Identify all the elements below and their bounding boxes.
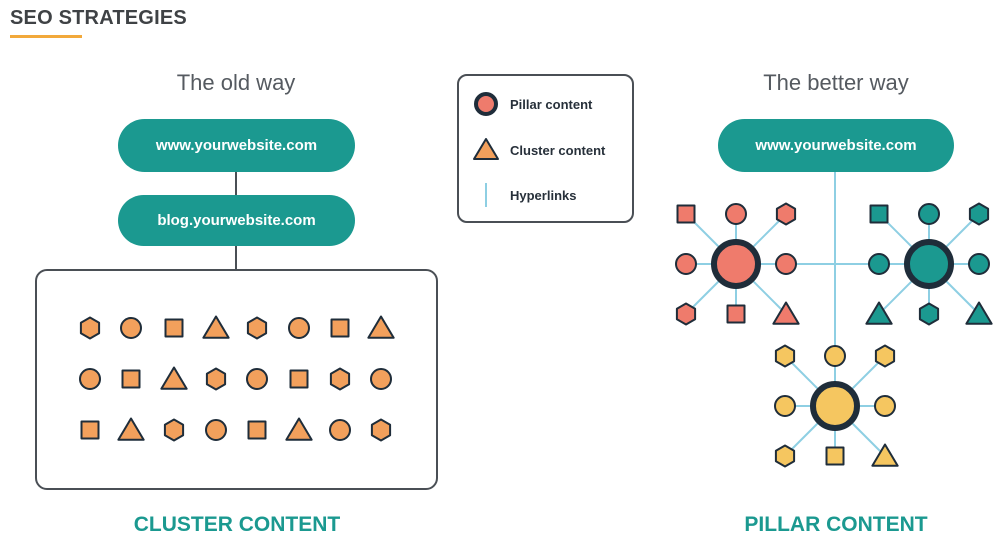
square-yellow-icon <box>825 446 845 466</box>
hexagon-cluster-icon <box>370 418 392 442</box>
circle-yellow-icon <box>874 395 896 417</box>
square-cluster-icon <box>164 318 184 338</box>
hexagon-cluster-icon <box>246 316 268 340</box>
circle-yellow-icon <box>824 345 846 367</box>
better-way-subtitle: The better way <box>763 70 909 95</box>
square-cluster-icon <box>330 318 350 338</box>
hexagon-yellow-icon <box>874 344 896 368</box>
blog-website-pill[interactable]: blog.yourwebsite.com <box>118 195 355 246</box>
circle-teal-icon <box>868 253 890 275</box>
hexagon-teal-icon <box>968 202 990 226</box>
hexagon-red-icon <box>775 202 797 226</box>
circle-teal-icon <box>918 203 940 225</box>
pillar-content-caption: PILLAR CONTENT <box>744 513 928 536</box>
pillar-red-icon <box>711 239 761 289</box>
square-cluster-icon <box>121 369 141 389</box>
square-teal-icon <box>869 204 889 224</box>
circle-cluster-icon <box>329 419 351 441</box>
hexagon-yellow-icon <box>774 344 796 368</box>
cluster-content-caption: CLUSTER CONTENT <box>133 513 341 536</box>
triangle-cluster-icon <box>160 366 188 390</box>
circle-cluster-icon <box>246 368 268 390</box>
triangle-cluster-icon <box>285 417 313 441</box>
hexagon-red-icon <box>675 302 697 326</box>
hexagon-cluster-icon <box>205 367 227 391</box>
hexagon-cluster-icon <box>163 418 185 442</box>
triangle-yellow-icon <box>871 443 899 467</box>
circle-cluster-icon <box>370 368 392 390</box>
title-underline <box>10 35 82 38</box>
pillar-yellow-icon <box>810 381 860 431</box>
legend-cluster-label: Cluster content <box>510 143 606 158</box>
hexagon-cluster-icon <box>329 367 351 391</box>
pillar-teal-icon <box>904 239 954 289</box>
hexagon-yellow-icon <box>774 444 796 468</box>
triangle-cluster-icon <box>117 417 145 441</box>
circle-red-icon <box>725 203 747 225</box>
better-way-website-pill[interactable]: www.yourwebsite.com <box>718 119 954 172</box>
old-way-website-pill[interactable]: www.yourwebsite.com <box>118 119 355 172</box>
triangle-teal-icon <box>965 301 993 325</box>
square-red-icon <box>676 204 696 224</box>
triangle-icon <box>473 138 499 160</box>
circle-cluster-icon <box>288 317 310 339</box>
hexagon-teal-icon <box>918 302 940 326</box>
circle-red-icon <box>675 253 697 275</box>
triangle-red-icon <box>772 301 800 325</box>
circle-yellow-icon <box>774 395 796 417</box>
square-cluster-icon <box>247 420 267 440</box>
circle-red-icon <box>775 253 797 275</box>
hexagon-cluster-icon <box>79 316 101 340</box>
square-cluster-icon <box>289 369 309 389</box>
legend-hyperlinks-label: Hyperlinks <box>510 188 577 203</box>
circle-cluster-icon <box>79 368 101 390</box>
circle-teal-icon <box>968 253 990 275</box>
triangle-cluster-icon <box>202 315 230 339</box>
pillar-circle-icon <box>474 92 498 116</box>
circle-cluster-icon <box>120 317 142 339</box>
square-cluster-icon <box>80 420 100 440</box>
legend-pillar-label: Pillar content <box>510 97 593 112</box>
triangle-teal-icon <box>865 301 893 325</box>
circle-cluster-icon <box>205 419 227 441</box>
old-way-subtitle: The old way <box>176 70 296 95</box>
triangle-cluster-icon <box>367 315 395 339</box>
page-title: SEO STRATEGIES <box>10 7 187 29</box>
square-red-icon <box>726 304 746 324</box>
